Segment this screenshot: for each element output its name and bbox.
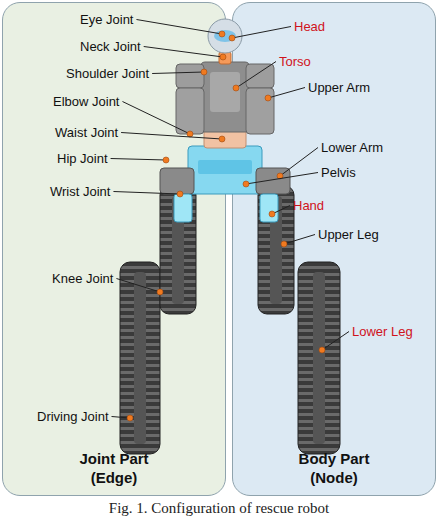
joint-dot [243, 181, 249, 187]
head-shape [208, 19, 242, 53]
lower-arm-block [160, 168, 194, 194]
label-holder: Hand [293, 198, 324, 213]
label-holder: Shoulder Joint [66, 66, 149, 81]
part-label: Lower Leg [352, 324, 413, 339]
part-label: Lower Arm [321, 140, 383, 155]
joint-dot [281, 241, 287, 247]
joint-dot [219, 136, 225, 142]
leader-line [284, 235, 315, 245]
torso-detail [210, 72, 240, 112]
joint-dot [229, 35, 235, 41]
lower-arm-block [256, 168, 290, 194]
leader-line [268, 88, 305, 99]
part-label: Pelvis [321, 165, 356, 180]
track-wheel [313, 272, 325, 444]
label-holder: Hip Joint [57, 151, 108, 166]
joint-dot [187, 131, 193, 137]
label-holder: Neck Joint [80, 39, 141, 54]
joint-dot [157, 289, 163, 295]
leader-line [246, 173, 318, 185]
label-holder: Waist Joint [55, 125, 118, 140]
shoulder-block [176, 64, 204, 88]
pelvis-detail [198, 160, 252, 174]
leader-line [144, 47, 223, 58]
label-holder: Torso [279, 54, 311, 69]
joint-dot [233, 85, 239, 91]
joint-label: Wrist Joint [50, 184, 110, 199]
hand-block [174, 194, 192, 222]
shoulder-block [246, 64, 274, 88]
lower-leg-track [298, 262, 340, 454]
leader-line [322, 332, 349, 351]
upper-leg-track [258, 186, 294, 314]
pelvis-block [188, 146, 262, 194]
joint-dot [219, 31, 225, 37]
upper-arm-block [176, 88, 204, 134]
part-label: Hand [293, 198, 324, 213]
joint-dot [163, 157, 169, 163]
lower-leg-track [120, 262, 160, 454]
leader-line [236, 62, 276, 89]
label-holder: Lower Leg [352, 324, 413, 339]
leader-line [122, 102, 190, 135]
part-label: Upper Leg [318, 227, 379, 242]
label-holder: Knee Joint [52, 271, 113, 286]
joint-label: Elbow Joint [53, 94, 119, 109]
leader-line [121, 133, 222, 140]
neck-block [219, 52, 231, 64]
joint-dot [201, 69, 207, 75]
waist-block [204, 130, 246, 148]
visor-shape [214, 30, 236, 42]
joint-label: Hip Joint [57, 151, 108, 166]
joint-label: Knee Joint [52, 271, 113, 286]
joint-dot [269, 211, 275, 217]
leader-line [111, 159, 166, 161]
joint-dot [177, 191, 183, 197]
label-holder: Wrist Joint [50, 184, 110, 199]
upper-leg-track [160, 186, 196, 314]
joint-dot [265, 95, 271, 101]
leader-line [272, 206, 290, 215]
label-holder: Eye Joint [80, 12, 133, 27]
part-label: Head [294, 19, 325, 34]
hand-block [260, 194, 278, 222]
joint-label: Neck Joint [80, 39, 141, 54]
joint-label: Eye Joint [80, 12, 133, 27]
label-holder: Upper Leg [318, 227, 379, 242]
leader-line [280, 148, 318, 177]
joint-label: Waist Joint [55, 125, 118, 140]
leader-line [116, 279, 160, 293]
label-holder: Head [294, 19, 325, 34]
track-wheel [134, 272, 146, 444]
label-holder: Lower Arm [321, 140, 383, 155]
panel-title: Body Part (Node) [275, 449, 393, 495]
figure-caption: Fig. 1. Configuration of rescue robot [0, 500, 438, 517]
joint-dot [127, 415, 133, 421]
torso-block [200, 62, 250, 132]
joint-label: Driving Joint [37, 409, 109, 424]
label-holder: Elbow Joint [53, 94, 119, 109]
panel-title: Joint Part (Edge) [55, 449, 173, 495]
part-label: Upper Arm [308, 80, 370, 95]
leader-line [112, 417, 130, 419]
part-label: Torso [279, 54, 311, 69]
label-holder: Pelvis [321, 165, 356, 180]
leader-line [232, 27, 291, 39]
joint-dot [277, 173, 283, 179]
leader-line [152, 72, 204, 74]
leader-line [113, 192, 180, 195]
joint-dot [319, 347, 325, 353]
label-holder: Driving Joint [37, 409, 109, 424]
joint-label: Shoulder Joint [66, 66, 149, 81]
label-holder: Upper Arm [308, 80, 370, 95]
joint-dot [220, 54, 226, 60]
leader-line [136, 20, 222, 35]
upper-arm-block [246, 88, 274, 134]
